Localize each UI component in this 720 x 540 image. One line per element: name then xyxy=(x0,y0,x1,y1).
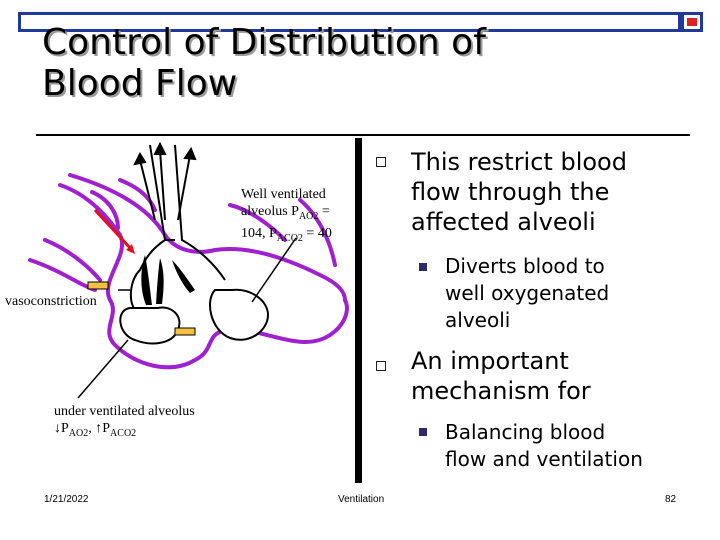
footer-center: Ventilation xyxy=(338,494,385,505)
down-arrow-icon: ↓ xyxy=(54,421,61,436)
up-arrow-icon: ↑ xyxy=(95,421,103,436)
under-ventilated-alveolus xyxy=(119,306,181,345)
alveoli-diagram xyxy=(0,140,360,400)
alveoli-illustration xyxy=(28,141,349,399)
footer-date: 1/21/2022 xyxy=(44,494,89,505)
vertical-divider xyxy=(355,138,362,483)
red-flow-arrow xyxy=(93,208,135,254)
slide-title: Control of Distribution of Blood Flow xyxy=(42,22,662,104)
square-bullet-icon xyxy=(376,361,386,371)
bronchiole-tubes xyxy=(129,144,226,311)
filled-bullet-icon xyxy=(419,428,427,436)
constriction-wedge-branch xyxy=(172,260,195,293)
corner-square-icon xyxy=(684,15,700,29)
pointer-lines xyxy=(77,237,297,399)
bullet-level2-2: Balancing blood flow and ventilation xyxy=(445,420,643,471)
airflow-arrows xyxy=(133,141,197,221)
square-bullet-icon xyxy=(376,157,386,167)
slide-title-line1: Control of Distribution of xyxy=(42,22,486,63)
slide-title-line2: Blood Flow xyxy=(42,63,238,104)
bullet-level1-2: An important mechanism for xyxy=(411,347,591,405)
footer-page-number: 82 xyxy=(665,494,677,505)
label-under-ventilated: under ventilated alveolus ↓PAO2, ↑PACO2 xyxy=(54,404,195,439)
label-well-ventilated: Well ventilated alveolus PAO2 = 104, PAC… xyxy=(241,187,332,244)
constriction-marker-bottom xyxy=(174,327,196,336)
constriction-wedge-right xyxy=(156,258,164,304)
title-decoration-bar xyxy=(18,12,703,32)
constriction-marker-top xyxy=(87,281,109,290)
bullet-level1-1: This restrict blood flow through the aff… xyxy=(411,148,627,236)
title-underline xyxy=(36,134,690,136)
label-vasoconstriction: vasoconstriction xyxy=(5,294,97,309)
filled-bullet-icon xyxy=(419,263,427,271)
constriction-wedge-left xyxy=(141,255,152,305)
bullet-level2-1: Diverts blood to well oxygenated alveoli xyxy=(445,254,610,332)
well-ventilated-alveolus xyxy=(209,288,270,341)
